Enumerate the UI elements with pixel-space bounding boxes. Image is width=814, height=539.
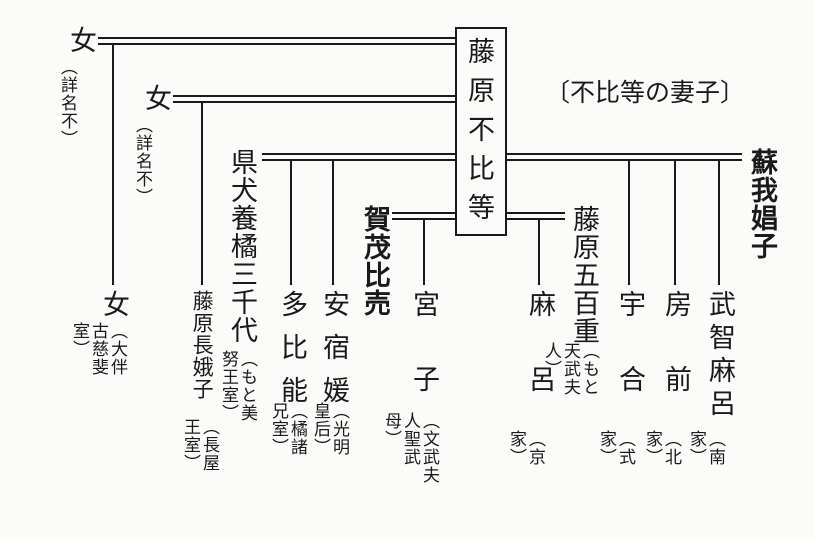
wife2-note-text: ︵詳名不︶: [132, 116, 152, 206]
child1-name: 女: [98, 290, 129, 321]
child9-note-text: ︵北家︶: [642, 430, 681, 466]
child6-name: 藤原五百重: [568, 205, 599, 345]
wife3-name: 県犬養橘三千代: [226, 148, 257, 344]
child8-note: ︵式家︶: [596, 430, 635, 490]
child3-name: 多比能: [276, 290, 307, 419]
child3-note-text: ︵橘諸兄室︶: [268, 402, 307, 456]
child6-note-text: ︵もと天武夫人︶: [541, 342, 599, 396]
child6-note: ︵もと天武夫人︶: [541, 342, 599, 408]
child9-note: ︵北家︶: [642, 430, 681, 490]
child5-note: ︵文武夫人聖武母︶: [381, 412, 439, 494]
wife4-name: 賀茂比売: [359, 205, 390, 317]
child9-name: 房前: [660, 290, 691, 440]
child10-name: 武智麻呂: [704, 290, 735, 422]
child7-note-text: ︵京家︶: [506, 430, 545, 466]
child4-note: ︵光明皇后︶: [306, 402, 349, 462]
wife5-name: 蘇我娼子: [746, 148, 777, 260]
child8-note-text: ︵式家︶: [596, 430, 635, 466]
child4-note-text: ︵光明皇后︶: [310, 402, 349, 456]
wife3-note: ︵もと美努王室︶: [214, 350, 257, 422]
diagram-caption: 〔不比等の妻子〕: [545, 78, 746, 107]
wife3-note-text: ︵もと美努王室︶: [218, 350, 257, 422]
wife1-note-text: ︵詳名不︶: [57, 58, 77, 148]
child7-note: ︵京家︶: [506, 430, 545, 490]
child5-name: 宮子: [408, 290, 439, 440]
child2-note-text: ︵長屋王室︶: [180, 418, 219, 472]
child8-name: 宇合: [614, 290, 645, 440]
child1-note: ︵大伴古慈斐室︶: [69, 322, 127, 388]
child2-note: ︵長屋王室︶: [176, 418, 219, 478]
child2-name: 藤原長娥子: [190, 290, 215, 400]
child1-note-text: ︵大伴古慈斐室︶: [69, 322, 127, 376]
center-person-name: 藤原不比等: [463, 37, 494, 232]
wife2-name: 女: [145, 84, 176, 115]
center-person-box: [455, 27, 507, 236]
child10-note: ︵南家︶: [686, 430, 725, 490]
wife2-note: ︵詳名不︶: [131, 116, 152, 206]
child7-name: 麻呂: [524, 290, 555, 440]
wife1-name: 女: [70, 26, 101, 57]
child3-note: ︵橘諸兄室︶: [264, 402, 307, 462]
child4-name: 安宿媛: [318, 290, 349, 419]
child5-note-text: ︵文武夫人聖武母︶: [381, 412, 439, 484]
wife1-note: ︵詳名不︶: [56, 58, 77, 148]
child10-note-text: ︵南家︶: [686, 430, 725, 466]
